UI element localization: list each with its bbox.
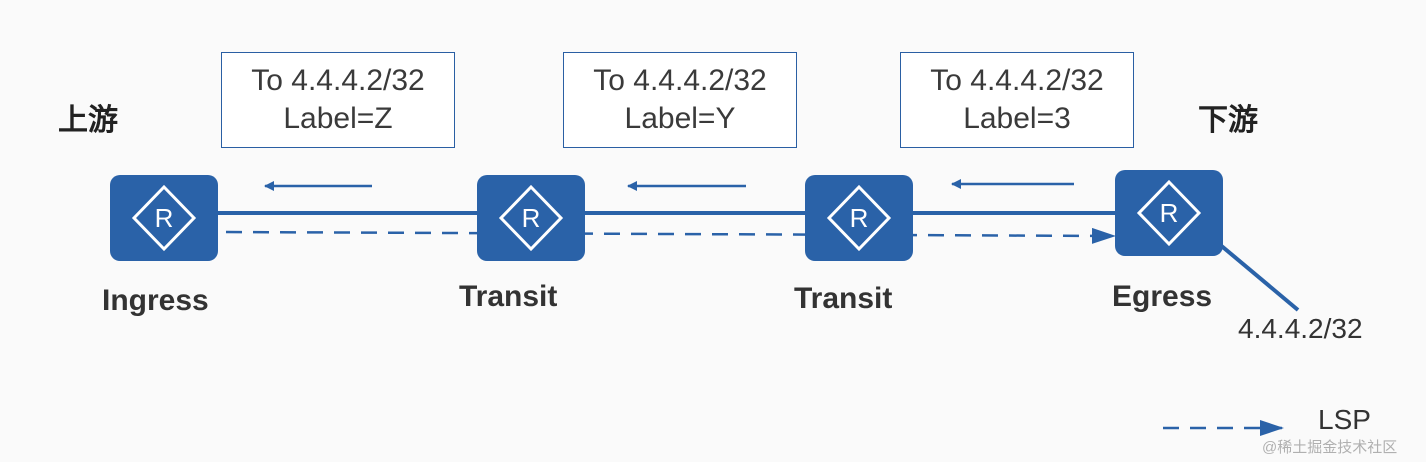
router-glyph: R <box>1160 198 1179 228</box>
link-egress-prefix <box>1210 236 1300 312</box>
label-box-label: Label=Y <box>624 102 736 135</box>
label-box-transit-side: To 4.4.4.2/32 Label=Y <box>563 52 797 148</box>
router-icon <box>498 184 564 252</box>
node-name-transit-2: Transit <box>794 282 893 315</box>
label-box-fec: To 4.4.4.2/32 <box>251 64 425 97</box>
router-icon <box>131 184 197 252</box>
lsp-path <box>225 227 1116 244</box>
router-egress[interactable]: R <box>1115 170 1223 256</box>
node-name-egress: Egress <box>1112 280 1213 313</box>
watermark: @稀土掘金技术社区 <box>1262 439 1398 456</box>
router-glyph: R <box>850 203 869 233</box>
router-glyph: R <box>522 203 541 233</box>
legend-lsp-label: LSP <box>1318 404 1371 435</box>
router-transit-2[interactable]: R <box>805 175 913 261</box>
upstream-label: 上游 <box>58 103 118 138</box>
label-box-ingress-side: To 4.4.4.2/32 Label=Z <box>221 52 455 148</box>
router-glyph: R <box>155 203 174 233</box>
label-box-fec: To 4.4.4.2/32 <box>593 64 767 97</box>
node-name-ingress: Ingress <box>102 284 209 317</box>
label-box-egress-side: To 4.4.4.2/32 Label=3 <box>900 52 1134 148</box>
router-icon <box>1136 179 1202 247</box>
downstream-label: 下游 <box>1198 103 1258 138</box>
label-box-label: Label=Z <box>283 102 393 135</box>
node-name-transit-1: Transit <box>459 280 558 313</box>
label-box-label: Label=3 <box>963 102 1071 135</box>
router-transit-1[interactable]: R <box>477 175 585 261</box>
router-ingress[interactable]: R <box>110 175 218 261</box>
label-box-fec: To 4.4.4.2/32 <box>930 64 1104 97</box>
router-icon <box>826 184 892 252</box>
egress-prefix: 4.4.4.2/32 <box>1238 313 1363 344</box>
